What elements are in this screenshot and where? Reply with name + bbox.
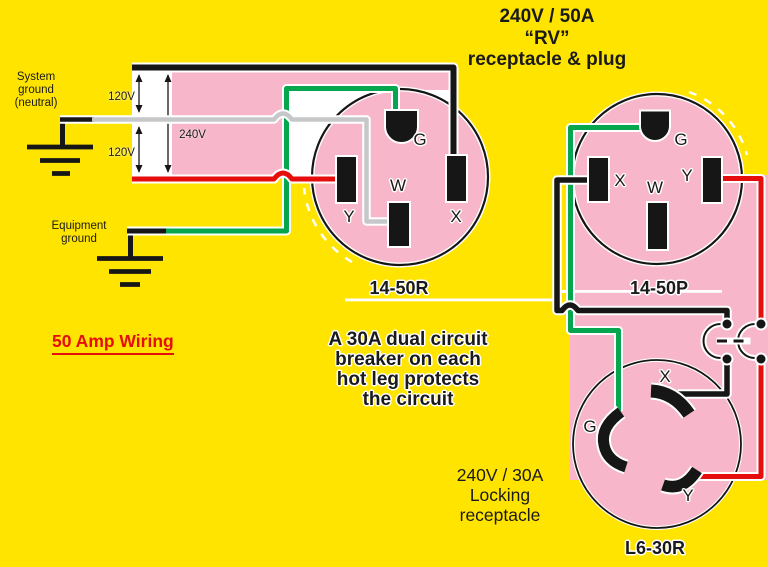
- terminal-x-14-50p: X: [614, 171, 626, 190]
- terminal-y-14-50p: Y: [681, 166, 693, 185]
- blade-y: [661, 466, 702, 493]
- blade-w: [387, 201, 411, 248]
- breaker-terminal-dot: [756, 354, 766, 364]
- voltage-label-120v-bottom: 120V: [108, 147, 135, 159]
- terminal-x-14-50r: X: [450, 207, 462, 226]
- terminal-g-l6-30r: G: [583, 417, 597, 436]
- terminal-y-l6-30r: Y: [682, 486, 694, 505]
- hot2-wire-cord: [718, 176, 764, 319]
- breaker-terminal-dot: [756, 319, 766, 329]
- breaker-terminal-dot: [722, 319, 732, 329]
- blade-x: [587, 156, 610, 203]
- system-ground-symbol: [27, 120, 93, 176]
- ground-wire-feeder: [162, 86, 398, 234]
- wires: [60, 62, 766, 481]
- wiring-title: 50 Amp Wiring: [52, 331, 174, 355]
- blade-g: [639, 109, 671, 142]
- separator-under-14-50p: [556, 290, 722, 293]
- blade-y: [701, 156, 723, 204]
- hot2-wire-feeder: [132, 170, 341, 182]
- locking-caption: 240V / 30A Locking receptacle: [456, 465, 544, 525]
- blade-w: [646, 201, 669, 251]
- terminal-g-14-50p: G: [674, 130, 688, 149]
- terminal-x-l6-30r: X: [659, 367, 671, 386]
- terminal-y-14-50r: Y: [343, 207, 355, 226]
- title-desc: receptacle & plug: [467, 49, 627, 70]
- hot2-wire-to-locking: [693, 364, 764, 479]
- dual-circuit-breaker: [700, 317, 768, 366]
- blade-x: [445, 154, 468, 203]
- terminal-w-14-50r: W: [389, 176, 407, 195]
- equipment-ground-symbol: [97, 231, 163, 287]
- plug-14-50p-blades: [587, 109, 723, 251]
- label-l6-30r: L6-30R: [624, 538, 686, 558]
- dimension-column: [132, 70, 172, 178]
- blade-g: [597, 407, 628, 473]
- terminal-w-14-50p: W: [646, 178, 664, 197]
- neutral-wire: [92, 111, 391, 224]
- voltage-label-240v: 240V: [179, 129, 206, 141]
- terminal-g-14-50r: G: [413, 130, 427, 149]
- locking-l6-30r-blades: [595, 382, 704, 495]
- label-14-50r: 14-50R: [369, 278, 429, 298]
- voltage-label-120v-top: 120V: [108, 91, 135, 103]
- title-rv: “RV”: [524, 27, 570, 49]
- blade-y: [335, 155, 358, 204]
- separator-under-14-50r: [345, 298, 553, 302]
- ground-wire-cord: [568, 125, 645, 411]
- breaker-note: A 30A dual circuit breaker on each hot l…: [328, 329, 488, 410]
- hot1-wire-feeder: [132, 64, 457, 158]
- equipment-ground-label: Equipment ground: [51, 220, 107, 246]
- hot1-wire-cord: [554, 177, 730, 319]
- system-ground-label: System ground (neutral): [14, 71, 58, 110]
- title-voltage: 240V / 50A: [499, 6, 595, 27]
- hot1-wire-to-locking: [678, 364, 730, 397]
- breaker-terminal-dot: [722, 354, 732, 364]
- label-14-50p: 14-50P: [629, 278, 689, 298]
- blade-g: [384, 109, 419, 144]
- diagram-title: 240V / 50A “RV” receptacle & plug: [427, 6, 667, 71]
- receptacle-14-50r-blades: [335, 109, 468, 248]
- breaker-arc-left: [702, 323, 721, 359]
- blade-x: [650, 384, 695, 418]
